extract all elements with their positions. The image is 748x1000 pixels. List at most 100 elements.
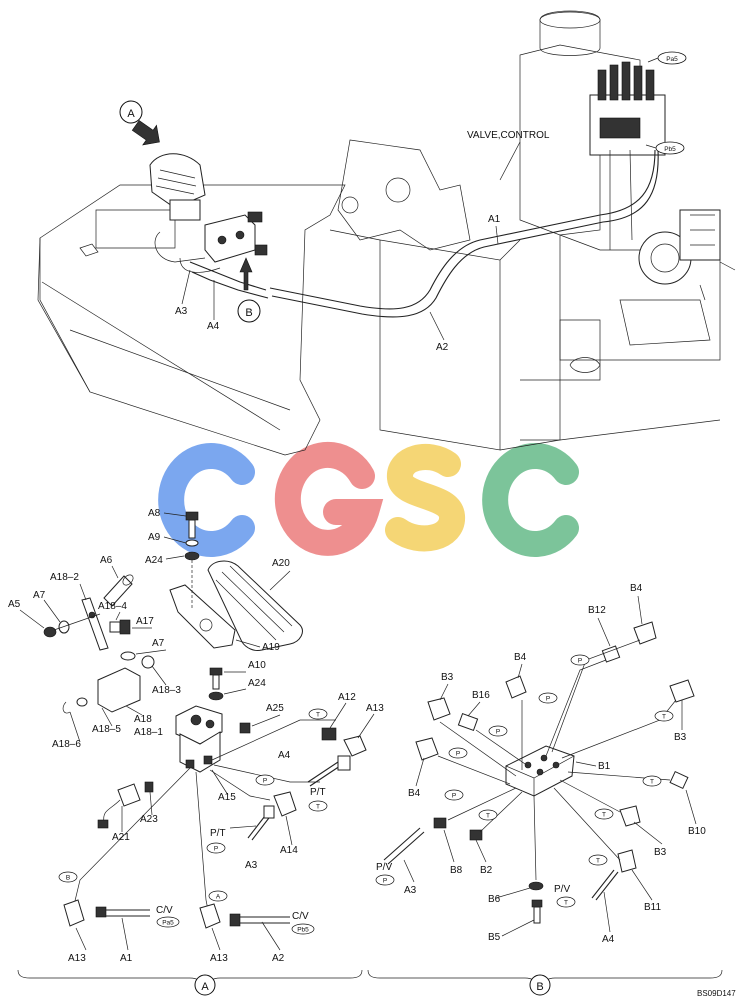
tag-t-b5: T: [596, 858, 600, 865]
view-b-arrow: [239, 257, 253, 291]
watermark-letter-s: [385, 443, 465, 552]
label-part-cv2: C/V: [292, 911, 309, 922]
tag-p-b5: P: [452, 793, 456, 800]
pedal-assembly: [149, 153, 268, 273]
label-part-a4b: A4: [602, 934, 615, 945]
label-part-a18-5: A18–5: [92, 724, 121, 735]
label-a1: A1: [488, 214, 501, 225]
tag-p-b1: P: [578, 658, 582, 665]
tag-t-b4: T: [602, 812, 606, 819]
tag-p-a2: P: [214, 846, 218, 853]
tag-a-a: A: [216, 894, 221, 901]
brace-a: [17, 969, 363, 987]
label-part-a23: A23: [140, 814, 158, 825]
label-part-a8: A8: [148, 508, 161, 519]
label-part-b3a: B3: [441, 672, 454, 683]
tag-pb5: Pb5: [664, 146, 676, 153]
label-part-a4: A4: [278, 750, 291, 761]
drawing-code: BS09D147: [697, 989, 736, 998]
label-part-b6: B6: [488, 894, 501, 905]
label-part-a20: A20: [272, 558, 290, 569]
boom-bracket: [337, 139, 471, 251]
label-part-b2: B2: [480, 865, 493, 876]
part-a6-pin: [103, 575, 133, 607]
label-part-pt1: P/T: [310, 787, 326, 798]
label-part-a25: A25: [266, 703, 284, 714]
part-a18-base: [97, 667, 141, 713]
label-a2: A2: [436, 342, 449, 353]
footer-view-a: A: [201, 981, 209, 993]
section-a-parts: T P T P B A Pa5 Pb5 A8 A9 A24 A20 A6 A18…: [8, 508, 384, 964]
tag-pa5: Pa5: [666, 56, 678, 63]
port-tags-a: T P T P B A Pa5 Pb5: [58, 708, 328, 935]
label-part-b3b: B3: [674, 732, 687, 743]
part-a19-bracket: [169, 584, 236, 649]
label-part-pv: P/V: [376, 862, 392, 873]
label-part-a6: A6: [100, 555, 113, 566]
label-part-b12: B12: [588, 605, 606, 616]
label-part-b4a: B4: [630, 583, 643, 594]
label-part-a18-4: A18–4: [98, 601, 127, 612]
label-part-a13: A13: [366, 703, 384, 714]
part-a20-pedal-pad: [207, 560, 303, 651]
label-part-b3c: B3: [654, 847, 667, 858]
label-part-a1: A1: [120, 953, 133, 964]
label-part-b16: B16: [472, 690, 490, 701]
footer-view-b: B: [536, 981, 543, 993]
label-part-a3: A3: [245, 860, 258, 871]
label-part-a10: A10: [248, 660, 266, 671]
label-part-a18-1: A18–1: [134, 727, 163, 738]
view-a-arrow: [131, 120, 160, 146]
label-part-b4b: B4: [514, 652, 527, 663]
label-valve-control: VALVE,CONTROL: [467, 130, 550, 141]
pipe-a2: [189, 261, 267, 291]
tag-p-b4: P: [456, 751, 460, 758]
tag-t-b6: T: [564, 900, 568, 907]
tag-p-b6: P: [383, 878, 387, 885]
label-part-a2: A2: [272, 953, 285, 964]
tag-t-b2: T: [662, 714, 666, 721]
label-part-a7b: A7: [152, 638, 165, 649]
view-b-callout: B: [245, 307, 252, 319]
label-part-b1: B1: [598, 761, 611, 772]
tag-pb5-a: Pb5: [297, 927, 309, 934]
label-part-b10: B10: [688, 826, 706, 837]
label-part-a12: A12: [338, 692, 356, 703]
pipe-a1: [269, 149, 656, 310]
label-part-b4c: B4: [408, 788, 421, 799]
tag-b-a: B: [66, 875, 70, 882]
label-part-pt2: P/T: [210, 828, 226, 839]
tag-p-b3: P: [496, 729, 500, 736]
part-labels-a: A8 A9 A24 A20 A6 A18–2 A7 A5 A18–4 A17 A…: [8, 508, 384, 964]
label-part-a14: A14: [280, 845, 298, 856]
label-part-a3b: A3: [404, 885, 417, 896]
tag-t-a2: T: [316, 804, 320, 811]
watermark-letter-g: [274, 441, 384, 556]
label-part-a15: A15: [218, 792, 236, 803]
tag-t-a1: T: [316, 712, 320, 719]
part-labels-b: B4 B12 B4 B3 B16 B3 B1 B4 B10 B3 P/V B8 …: [376, 583, 706, 945]
label-part-b8: B8: [450, 865, 463, 876]
tag-t-b3: T: [650, 779, 654, 786]
label-part-a9: A9: [148, 532, 161, 543]
watermark: [158, 441, 579, 557]
tag-p-b2: P: [546, 696, 550, 703]
tag-p-a1: P: [263, 778, 267, 785]
watermark-letter-c2: [482, 443, 579, 557]
port-tags-b: P P P P P T T T T T P T: [375, 654, 674, 908]
label-part-a21: A21: [112, 832, 130, 843]
view-a-callout: A: [127, 108, 135, 120]
label-part-cv1: C/V: [156, 905, 173, 916]
label-part-b11: B11: [644, 902, 661, 913]
watermark-letter-c1: [158, 443, 255, 557]
machine-overview: A B Pa5 Pb5 VALVE,CONTROL A1 A2 A3 A4: [37, 10, 736, 456]
label-part-a7: A7: [33, 590, 46, 601]
label-part-a13-l: A13: [68, 953, 86, 964]
label-part-a24: A24: [145, 555, 163, 566]
label-part-a17: A17: [136, 616, 154, 627]
label-part-pv2: P/V: [554, 884, 570, 895]
label-part-a19: A19: [262, 642, 280, 653]
tag-pa5-a: Pa5: [162, 920, 174, 927]
footer: A B BS09D147: [17, 969, 736, 998]
